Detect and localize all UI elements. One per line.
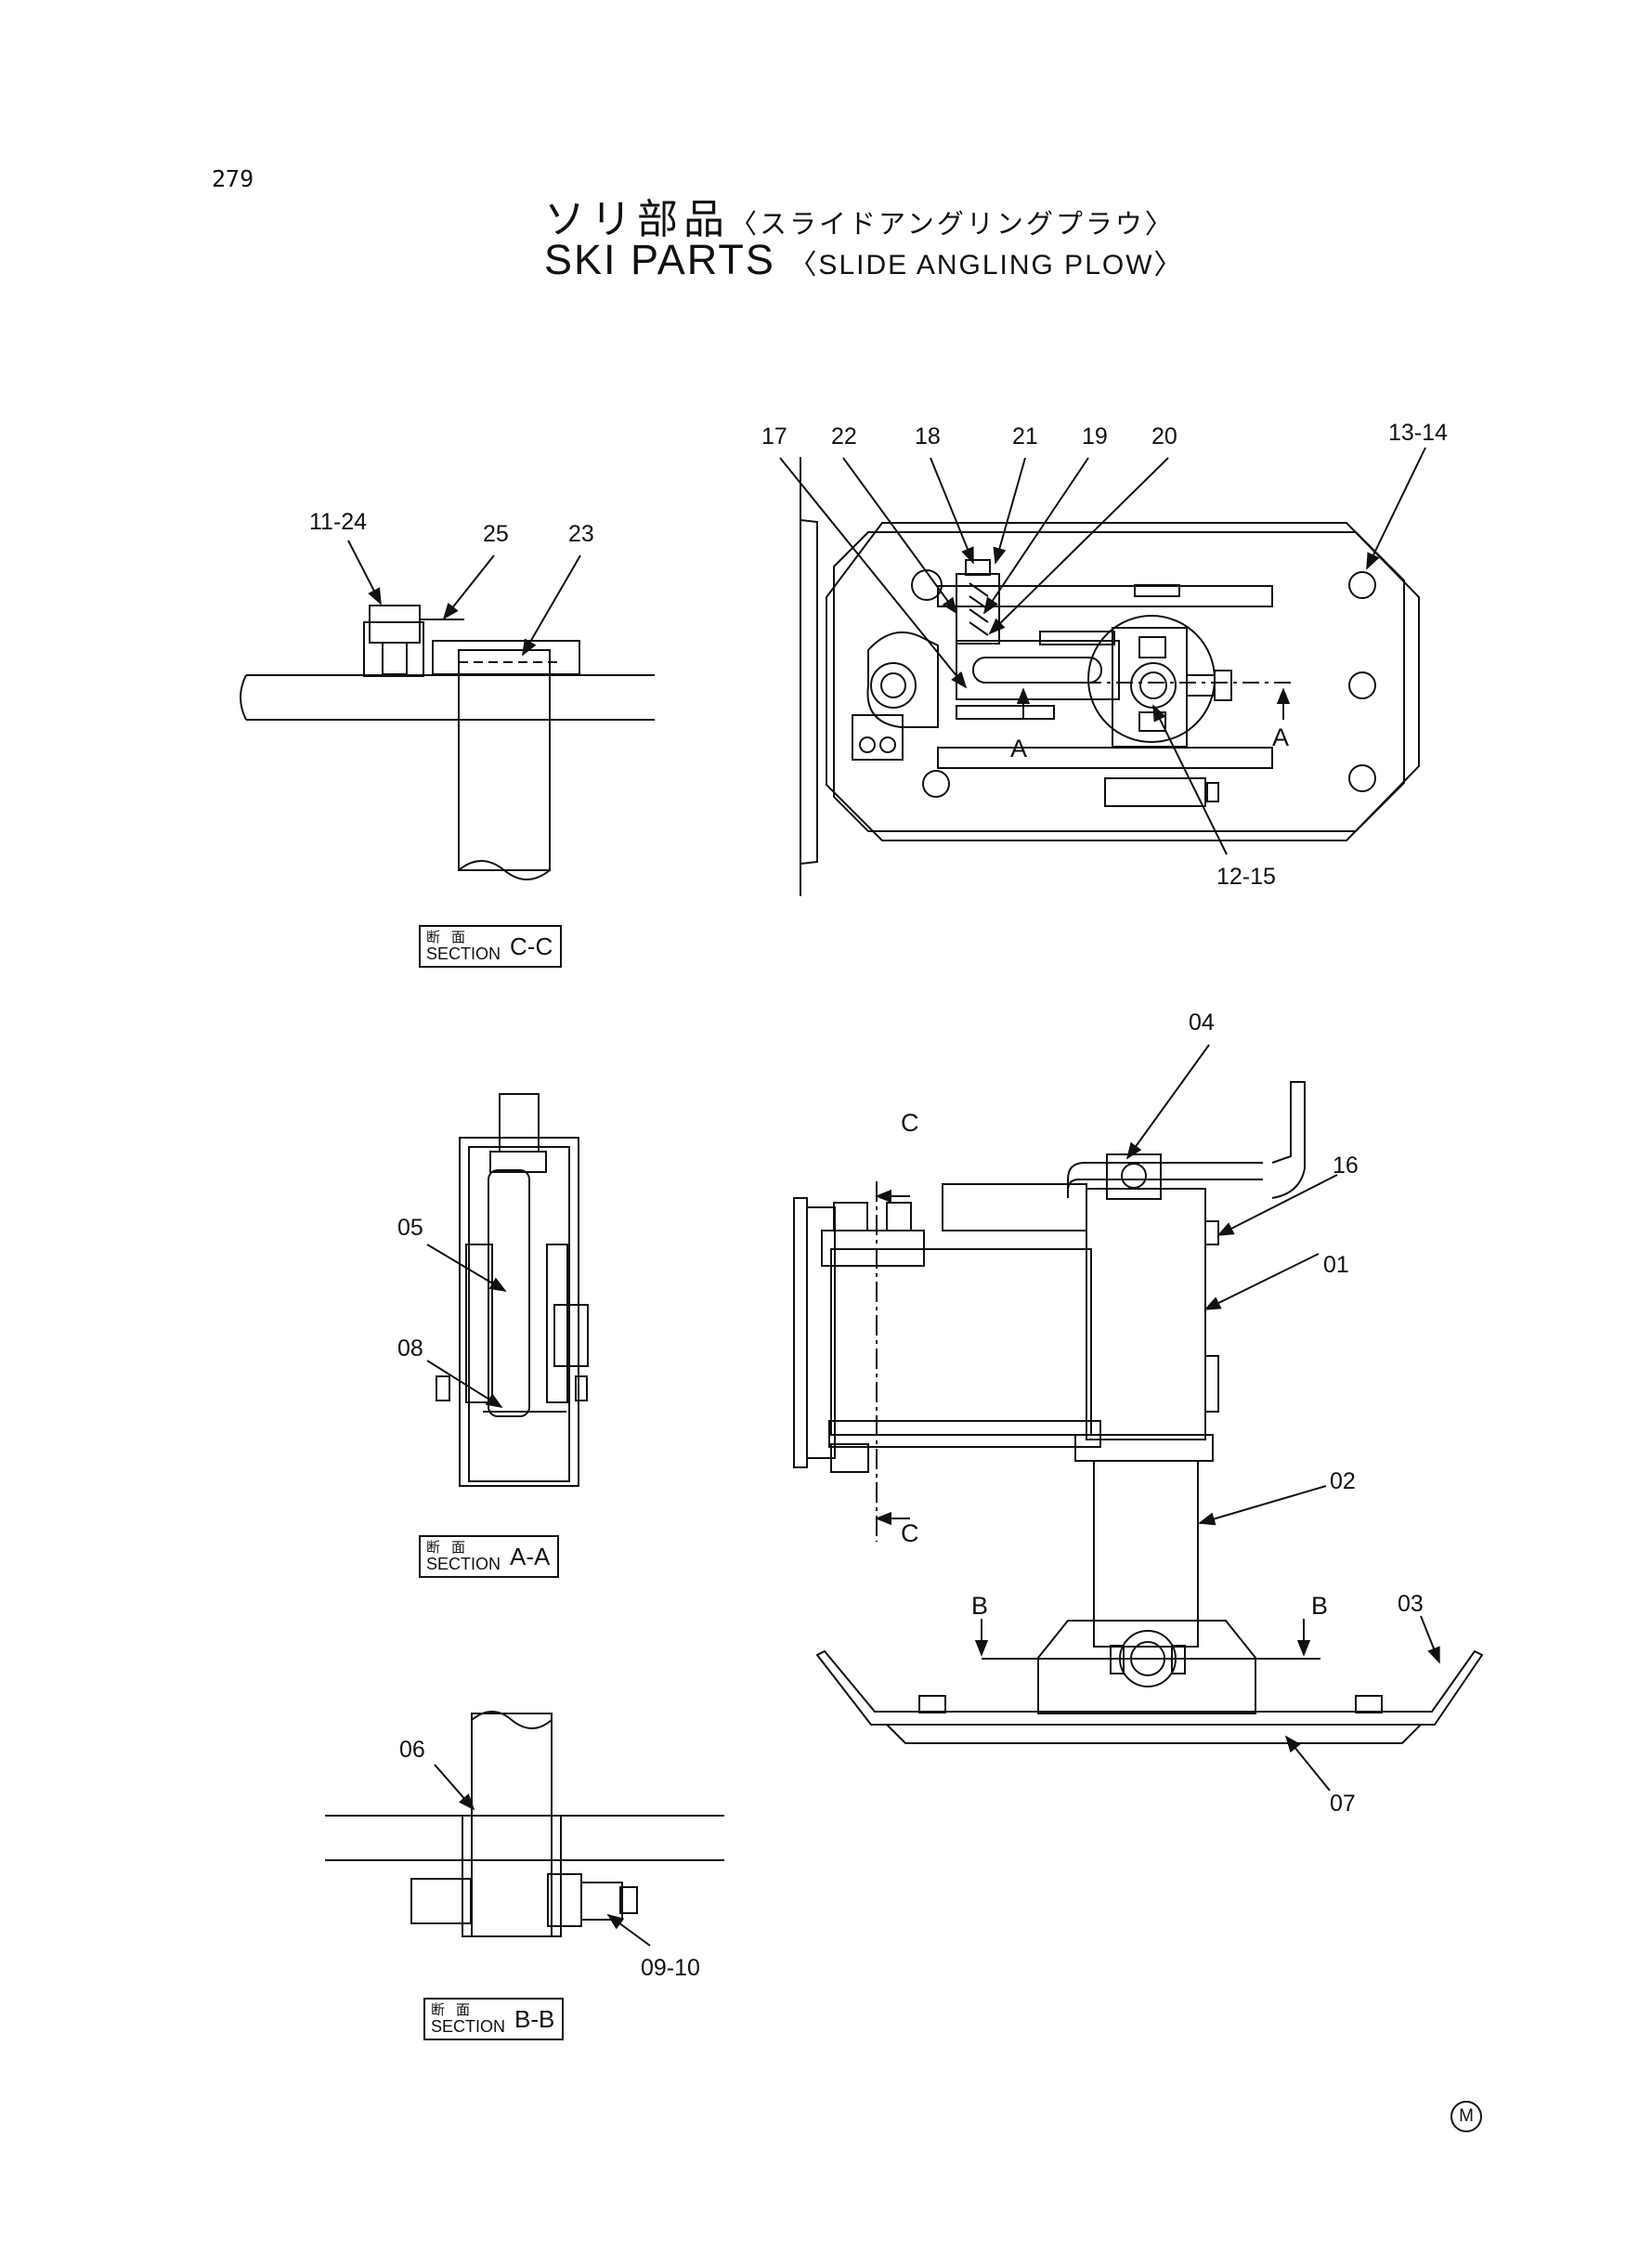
callout-16: 16: [1333, 1153, 1359, 1179]
callout-13-14: 13-14: [1388, 420, 1448, 446]
callout-08: 08: [397, 1335, 423, 1362]
section-cc-id: C-C: [510, 932, 553, 960]
section-aa-jp: 断面: [426, 1538, 477, 1556]
title-english: SKI PARTS 〈SLIDE ANGLING PLOW〉: [544, 236, 1184, 284]
callout-25: 25: [483, 521, 509, 547]
title-en-main: SKI PARTS: [544, 236, 775, 283]
section-cc-en: SECTION: [426, 944, 501, 963]
callout-22: 22: [831, 423, 857, 449]
section-cc-view: [240, 605, 655, 880]
cut-mark-c-top: C: [901, 1109, 919, 1137]
callout-05: 05: [397, 1215, 423, 1241]
maker-mark-circle-m: M: [1450, 2101, 1482, 2132]
cut-mark-a-right: A: [1272, 723, 1289, 751]
callout-11-24: 11-24: [309, 509, 367, 535]
callout-06: 06: [399, 1737, 425, 1763]
callout-20: 20: [1151, 423, 1177, 449]
callout-17: 17: [761, 423, 787, 449]
title-jp-main: ソリ部品: [544, 196, 730, 243]
callout-12-15: 12-15: [1216, 864, 1276, 890]
title-japanese: ソリ部品〈スライドアングリングプラウ〉: [544, 186, 1175, 245]
cut-mark-b-left: B: [971, 1592, 988, 1620]
section-aa-view: [436, 1093, 589, 1487]
callout-01: 01: [1323, 1252, 1349, 1278]
title-jp-subtitle: 〈スライドアングリングプラウ〉: [730, 208, 1175, 240]
callout-19: 19: [1082, 423, 1108, 449]
cut-mark-c-bottom: C: [901, 1519, 919, 1547]
callout-07: 07: [1330, 1791, 1356, 1817]
callout-09-10: 09-10: [641, 1955, 700, 1981]
page-number: 279: [212, 165, 254, 192]
side-view: [793, 1081, 1484, 1744]
title-en-subtitle: 〈SLIDE ANGLING PLOW〉: [788, 250, 1184, 280]
top-view: [800, 457, 1420, 896]
section-bb-jp: 断面: [431, 2000, 482, 2018]
section-cc-jp: 断面: [426, 928, 477, 945]
cut-mark-b-right: B: [1311, 1592, 1328, 1620]
section-bb-en: SECTION: [431, 2016, 506, 2036]
section-aa-id: A-A: [510, 1542, 551, 1570]
callout-03: 03: [1398, 1591, 1424, 1617]
callout-21: 21: [1012, 423, 1038, 449]
leader-lines: [347, 447, 1440, 1947]
section-aa-en: SECTION: [426, 1554, 501, 1573]
callout-23: 23: [568, 521, 594, 547]
callout-02: 02: [1330, 1468, 1356, 1494]
callout-labels: 17 22 18 21 19 20 13-14 12-15 11-24 25 2…: [309, 420, 1448, 1981]
section-bb-view: [325, 1711, 724, 1937]
cut-mark-a-left: A: [1010, 735, 1027, 762]
section-bb-id: B-B: [514, 2004, 555, 2033]
callout-04: 04: [1189, 1010, 1215, 1036]
callout-18: 18: [915, 423, 941, 449]
section-cut-letters: A A B B C C: [901, 723, 1328, 1620]
